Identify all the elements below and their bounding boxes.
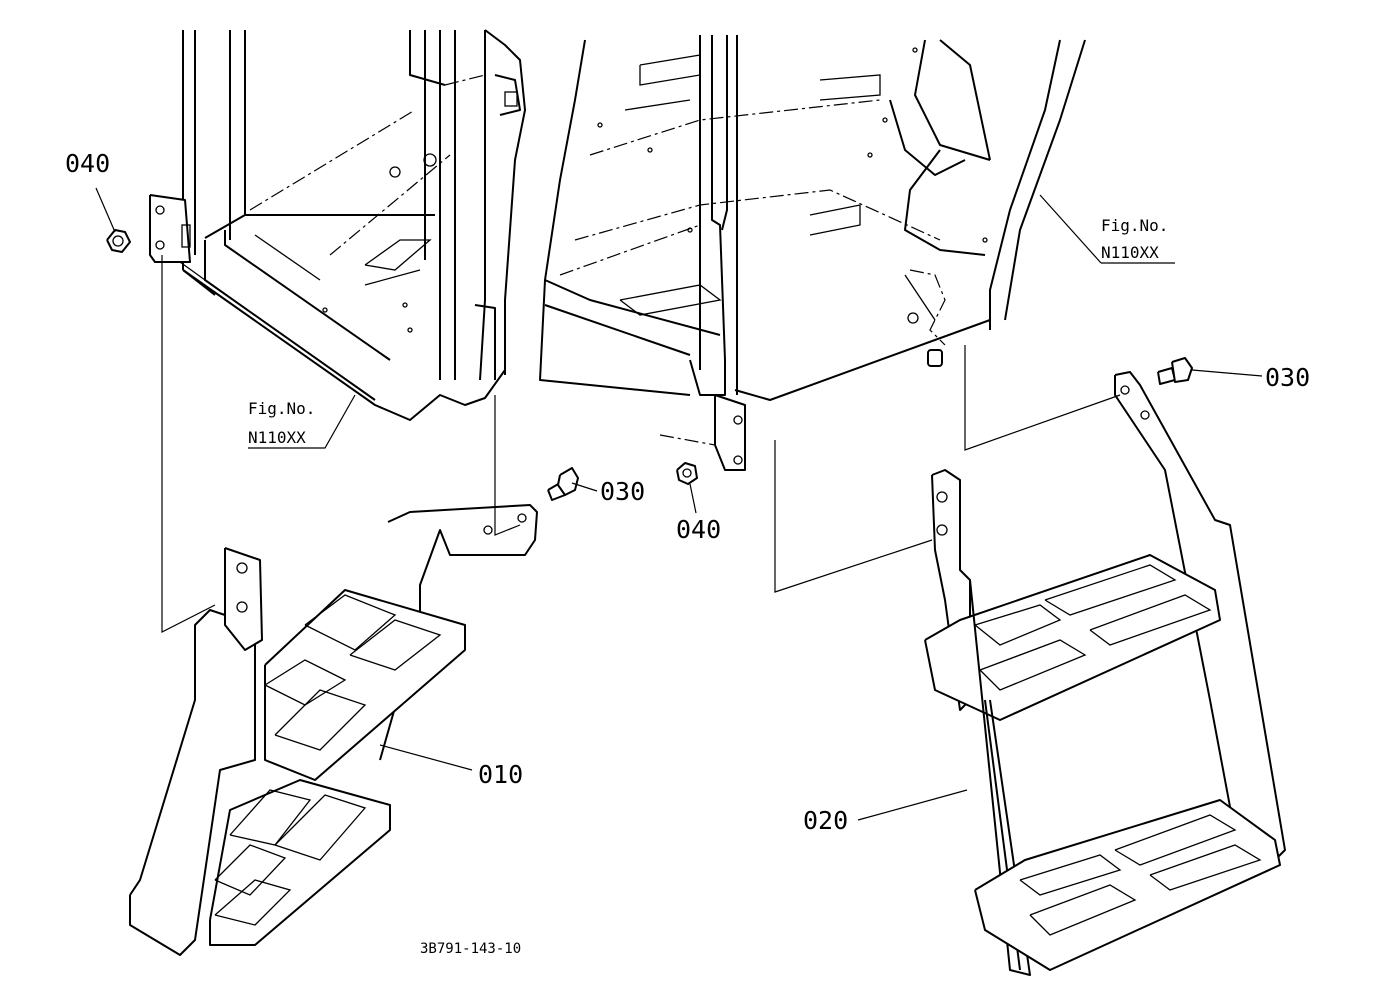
lower-right-tread-slots (1019, 814, 1262, 936)
callout-030-left: 030 (600, 477, 645, 506)
bolt-030-right[interactable] (1157, 357, 1193, 385)
lower-tread-slots (214, 789, 367, 926)
fig-ref-left-label: Fig.No. (248, 399, 315, 418)
nut-040-left[interactable] (106, 229, 131, 253)
assembly-lines (161, 255, 1121, 633)
upper-tread-slots (264, 594, 442, 751)
callout-040-left: 040 (65, 149, 110, 178)
left-step-assembly[interactable] (129, 504, 538, 956)
callout-010: 010 (478, 760, 523, 789)
callout-020: 020 (803, 806, 848, 835)
callout-030-right: 030 (1265, 363, 1310, 392)
fig-ref-left-number[interactable]: N110XX (248, 428, 306, 447)
fig-ref-right-label: Fig.No. (1101, 216, 1168, 235)
left-cab-frame (182, 29, 526, 421)
bolt-030-left[interactable] (547, 467, 579, 501)
fig-ref-right-number[interactable]: N110XX (1101, 243, 1159, 262)
right-cab-frame (364, 35, 1086, 471)
left-mount-bracket (149, 194, 191, 263)
right-step-assembly[interactable] (924, 371, 1286, 976)
upper-right-tread-slots (974, 564, 1212, 691)
callout-040-right: 040 (676, 515, 721, 544)
nut-040-right[interactable] (676, 462, 698, 485)
callout-leaders (95, 187, 1263, 821)
drawing-code: 3B791-143-10 (420, 941, 521, 957)
